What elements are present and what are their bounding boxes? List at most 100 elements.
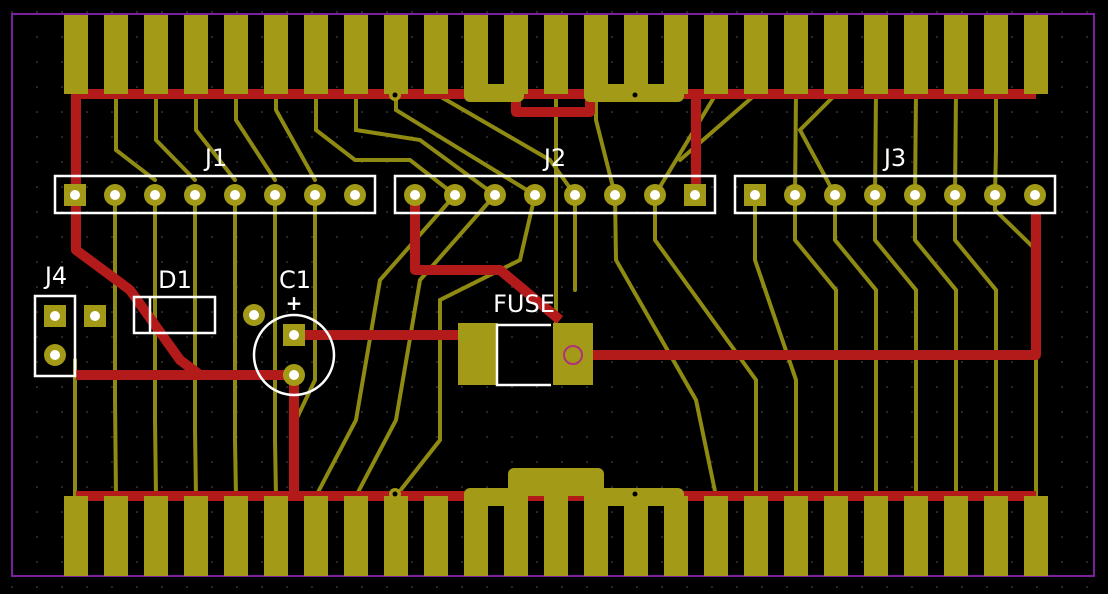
via-drill <box>392 491 398 497</box>
back-trace <box>193 193 198 498</box>
back-trace <box>354 92 497 197</box>
j2-outline <box>393 174 717 215</box>
d1-label: D1 <box>158 266 192 294</box>
top-finger <box>184 15 208 94</box>
j1-pin-drill <box>310 190 320 200</box>
back-trace <box>274 92 317 182</box>
bottom-finger <box>304 496 328 576</box>
front-trace <box>410 195 564 324</box>
top-edge-connector <box>64 15 1048 102</box>
bottom-finger <box>184 496 208 576</box>
j3-pin-drill <box>750 190 760 200</box>
j2-pin-drill <box>530 190 540 200</box>
bottom-finger <box>1024 496 1048 576</box>
j1-pin-drill <box>150 190 160 200</box>
bottom-finger <box>624 496 648 576</box>
back-trace <box>153 193 158 498</box>
back-trace <box>913 92 918 197</box>
j2-pin-drill <box>450 190 460 200</box>
j1-pin-drill <box>350 190 360 200</box>
top-finger <box>824 15 848 94</box>
bottom-finger <box>984 496 1008 576</box>
back-trace <box>833 193 878 498</box>
j2-pin-drill <box>490 190 500 200</box>
j4-outline <box>33 294 77 378</box>
c1-label: C1 <box>279 266 311 294</box>
j1-pins <box>64 184 366 206</box>
bottom-finger <box>704 496 728 576</box>
top-finger <box>864 15 888 94</box>
bottom-finger <box>784 496 808 576</box>
j1-pin-drill <box>110 190 120 200</box>
top-finger <box>64 15 88 94</box>
j2-pin-drill <box>570 190 580 200</box>
j1-outline <box>53 174 377 215</box>
back-trace <box>753 193 798 498</box>
j1-pin-drill <box>270 190 280 200</box>
fuse-label: FUSE <box>493 290 555 318</box>
j3-label: J3 <box>882 144 906 172</box>
top-finger <box>104 15 128 94</box>
j3-pin-drill <box>790 190 800 200</box>
back-trace <box>233 193 238 498</box>
top-finger <box>504 15 528 94</box>
top-finger <box>664 15 688 94</box>
j2-pin-drill <box>690 190 700 200</box>
j1-pin-drill <box>190 190 200 200</box>
c1-polarity-mark: + <box>286 291 303 315</box>
bottom-finger <box>384 496 408 576</box>
bottom-finger <box>864 496 888 576</box>
top-finger <box>984 15 1008 94</box>
bottom-finger <box>504 496 528 576</box>
bottom-finger <box>424 496 448 576</box>
back-trace <box>354 193 497 498</box>
j3-outline <box>733 174 1057 215</box>
d1-pad-2-drill <box>249 310 259 320</box>
back-trace <box>793 92 798 197</box>
via-drill <box>632 92 638 98</box>
j1-pin-drill <box>70 190 80 200</box>
j3-pin-drill <box>990 190 1000 200</box>
bottom-edge-connector <box>64 468 1048 576</box>
j4-pin-2-drill <box>50 350 60 360</box>
top-finger-bridge <box>464 84 524 102</box>
bottom-finger <box>664 496 688 576</box>
top-finger <box>424 15 448 94</box>
back-trace <box>613 193 718 498</box>
top-finger <box>344 15 368 94</box>
bottom-finger <box>824 496 848 576</box>
top-finger <box>624 15 648 94</box>
top-finger <box>704 15 728 94</box>
back-trace <box>793 193 838 498</box>
back-trace <box>154 92 197 182</box>
front-trace <box>593 213 1041 360</box>
bottom-finger <box>584 496 608 576</box>
bottom-finger <box>904 496 928 576</box>
back-trace <box>314 92 457 197</box>
back-trace <box>653 92 718 197</box>
top-finger <box>304 15 328 94</box>
j1-label: J1 <box>203 144 227 172</box>
back-trace <box>873 193 918 498</box>
top-finger <box>1024 15 1048 94</box>
top-finger <box>264 15 288 94</box>
via-drill <box>392 92 398 98</box>
back-trace <box>993 92 998 197</box>
via-drill <box>632 491 638 497</box>
bottom-finger <box>144 496 168 576</box>
j2-label: J2 <box>542 144 566 172</box>
top-finger <box>584 15 608 94</box>
back-trace <box>594 92 617 197</box>
back-trace <box>913 193 958 498</box>
top-finger <box>224 15 248 94</box>
top-finger <box>744 15 768 94</box>
j3-pin-drill <box>870 190 880 200</box>
bottom-finger-bridge <box>508 468 604 496</box>
fuse-via <box>563 345 583 365</box>
top-finger <box>784 15 808 94</box>
j2-pin-drill <box>610 190 620 200</box>
top-finger <box>944 15 968 94</box>
back-trace <box>653 193 758 498</box>
bottom-finger <box>104 496 128 576</box>
